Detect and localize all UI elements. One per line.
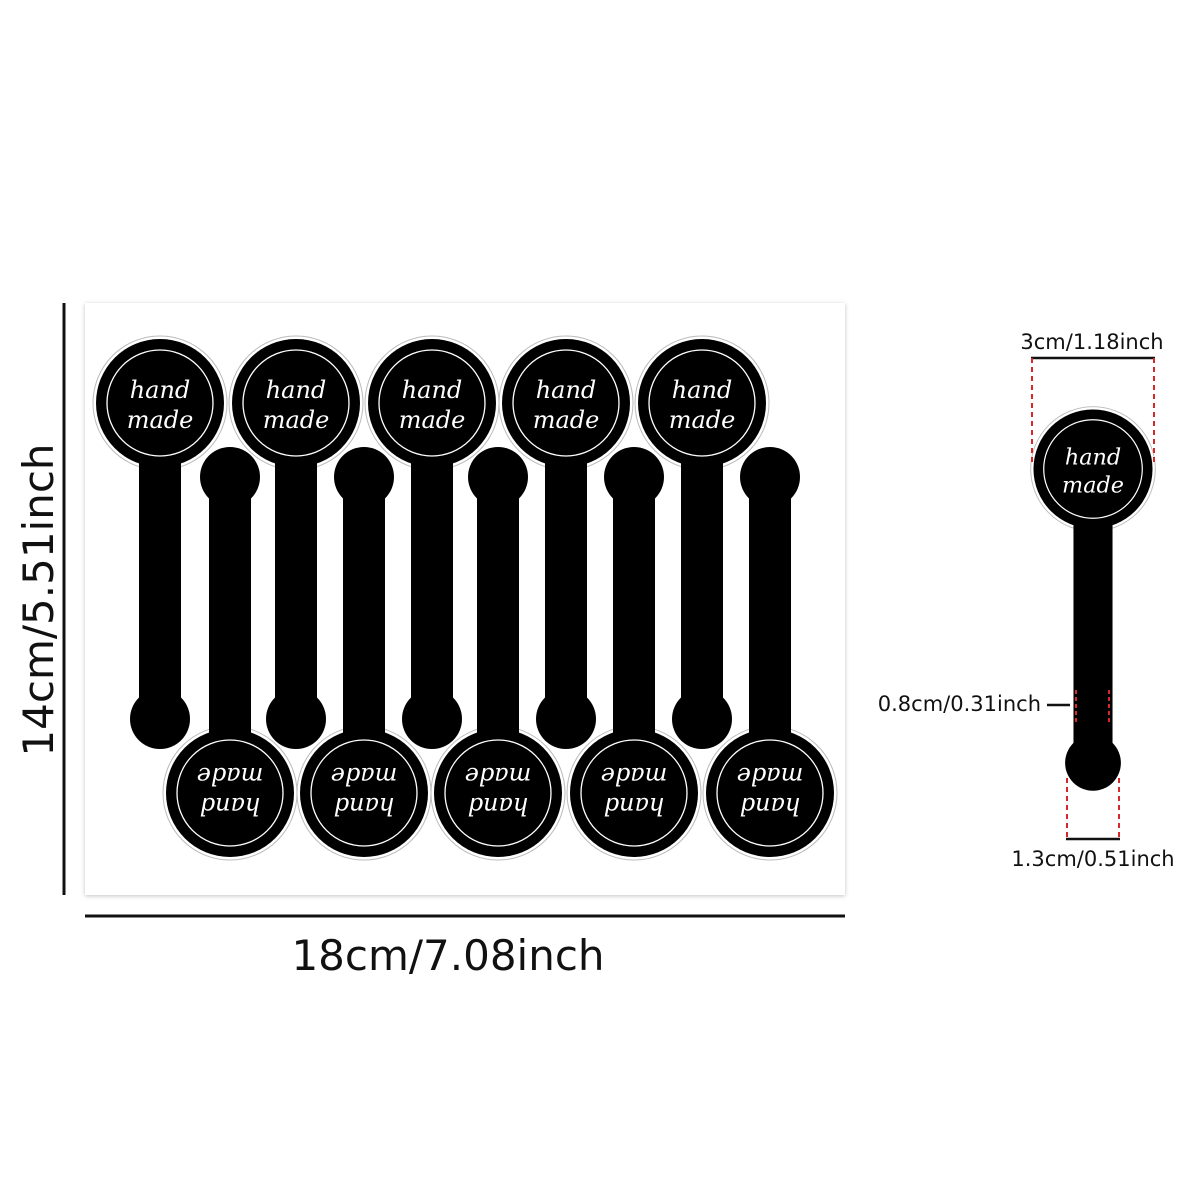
- sticker-text-line2: made: [399, 406, 466, 434]
- sticker-head: [502, 339, 630, 467]
- sticker-stem: [477, 483, 519, 753]
- sticker-text-line1: hand: [334, 792, 395, 820]
- sticker-tail: [200, 447, 260, 507]
- sticker-tail: [334, 447, 394, 507]
- head-diameter-label: 3cm/1.18inch: [1020, 330, 1163, 354]
- sticker-head: [232, 339, 360, 467]
- sticker-stem: [1073, 506, 1113, 758]
- sticker-stem: [681, 443, 723, 713]
- sticker-text-line2: made: [533, 406, 600, 434]
- sticker-text-line1: hand: [604, 792, 665, 820]
- width-dimension-label: 18cm/7.08inch: [291, 931, 604, 980]
- sticker-text-line1: hand: [536, 376, 597, 404]
- sticker-inner-ring: [310, 739, 418, 847]
- sticker-text-line1: hand: [266, 376, 327, 404]
- sticker-stem: [139, 443, 181, 713]
- height-dimension-label: 14cm/5.51inch: [14, 443, 63, 756]
- sticker-tail: [1065, 734, 1121, 791]
- sticker-text-line2: made: [331, 762, 398, 790]
- sticker-text-line1: hand: [402, 376, 463, 404]
- sticker-tail: [672, 689, 732, 749]
- sticker-tail: [266, 689, 326, 749]
- sticker-text-line2: made: [601, 762, 668, 790]
- sticker-tail: [402, 689, 462, 749]
- sticker-inner-ring: [1043, 419, 1143, 519]
- sticker-inner-ring: [242, 349, 350, 457]
- sheet-stickers: handmadehandmadehandmadehandmadehandmade…: [92, 335, 838, 861]
- sticker-text-line2: made: [197, 762, 264, 790]
- sticker-text-line1: hand: [740, 792, 801, 820]
- sticker-inner-ring: [648, 349, 756, 457]
- sticker-head: [368, 339, 496, 467]
- sticker-text-line2: made: [737, 762, 804, 790]
- sticker-inner-ring: [444, 739, 552, 847]
- sticker-inner-ring: [512, 349, 620, 457]
- sticker-inner-ring: [580, 739, 688, 847]
- sticker-head: [570, 729, 698, 857]
- sticker-text-line1: hand: [130, 376, 191, 404]
- sticker-inner-ring: [176, 739, 284, 847]
- sticker-tail: [536, 689, 596, 749]
- sticker-head: [638, 339, 766, 467]
- sticker-tail: [468, 447, 528, 507]
- sticker-inner-ring: [716, 739, 824, 847]
- sticker-text-line2: made: [127, 406, 194, 434]
- stem-width-label: 0.8cm/0.31inch: [878, 692, 1041, 716]
- sticker-head: [96, 339, 224, 467]
- sticker-stem: [209, 483, 251, 753]
- sticker-stem: [343, 483, 385, 753]
- sticker-tail: [130, 689, 190, 749]
- tail-diameter-label: 1.3cm/0.51inch: [1011, 847, 1174, 871]
- sticker-tail: [604, 447, 664, 507]
- sticker-tail: [740, 447, 800, 507]
- sticker-text-line2: made: [1062, 472, 1124, 498]
- sticker-stem: [275, 443, 317, 713]
- sticker-text-line1: hand: [672, 376, 733, 404]
- sticker-text-line2: made: [465, 762, 532, 790]
- sticker-inner-ring: [378, 349, 486, 457]
- sticker-text-line1: hand: [1065, 444, 1121, 470]
- sticker-head: [706, 729, 834, 857]
- sticker-text-line2: made: [669, 406, 736, 434]
- sticker-head: [300, 729, 428, 857]
- sticker-stem: [749, 483, 791, 753]
- sticker-stem: [545, 443, 587, 713]
- sticker-head: [166, 729, 294, 857]
- sticker-stem: [411, 443, 453, 713]
- sticker-text-line1: hand: [468, 792, 529, 820]
- sticker-stem: [613, 483, 655, 753]
- sticker-text-line1: hand: [200, 792, 261, 820]
- sticker-head: [1033, 409, 1153, 529]
- sticker-inner-ring: [106, 349, 214, 457]
- sticker-head: [434, 729, 562, 857]
- sticker-text-line2: made: [263, 406, 330, 434]
